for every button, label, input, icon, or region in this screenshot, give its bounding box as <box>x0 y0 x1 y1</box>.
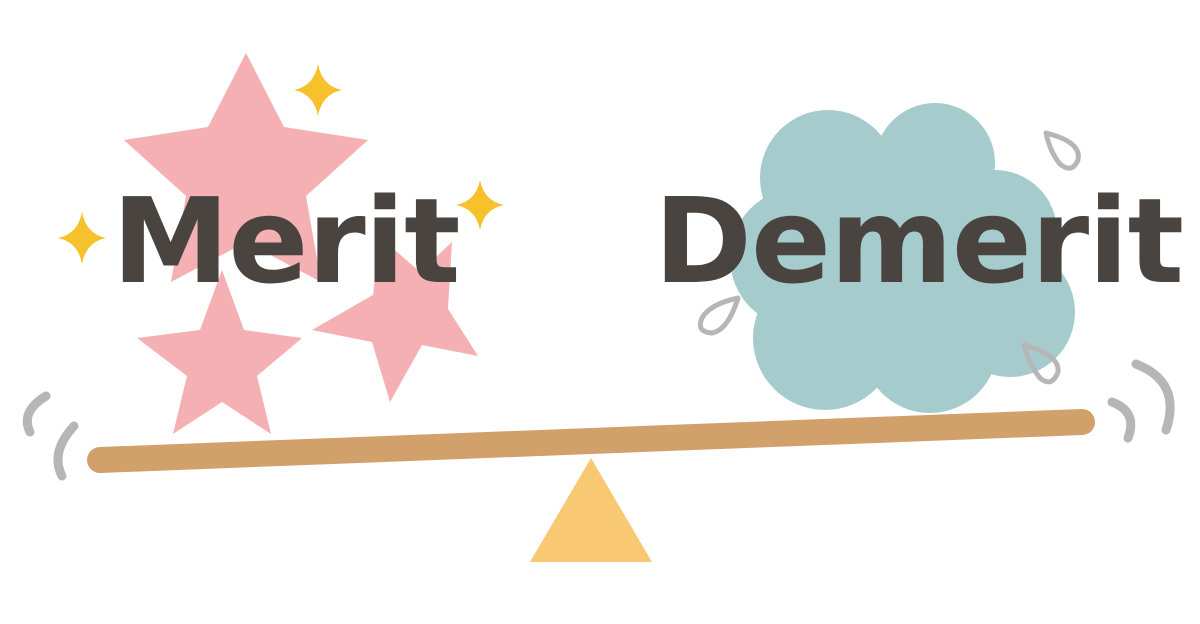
motion-line-icon <box>1107 359 1175 443</box>
sparkle-icon <box>456 180 504 230</box>
sparkle-icon <box>294 64 342 116</box>
star-icon <box>137 270 302 434</box>
sweat-drop-icon <box>697 130 1081 385</box>
seesaw-fulcrum <box>530 458 652 562</box>
seesaw-plank <box>87 409 1095 473</box>
demerit-label: Demerit <box>654 172 1184 310</box>
merit-label: Merit <box>112 172 461 310</box>
sparkle-icon <box>58 212 106 264</box>
motion-line-icon <box>22 391 79 481</box>
star-icon <box>124 53 368 282</box>
star-icon <box>312 237 478 402</box>
cloud-icon <box>730 103 1075 413</box>
